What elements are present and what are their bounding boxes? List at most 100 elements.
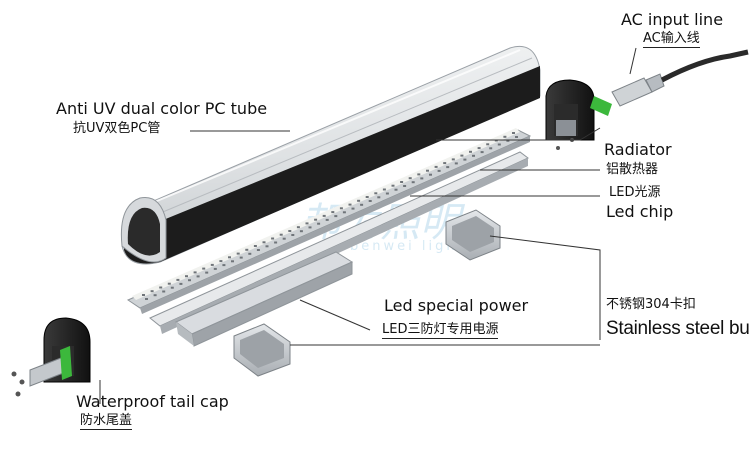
tailcap-label-en: Waterproof tail cap — [76, 392, 229, 411]
led-chip — [331, 211, 335, 214]
led-chip — [205, 271, 209, 274]
leader-ac — [629, 47, 637, 75]
led-chip — [193, 271, 197, 274]
led-chip — [282, 237, 286, 240]
led-chip — [153, 294, 157, 297]
led-chip — [365, 196, 369, 198]
led-chip — [420, 177, 424, 180]
tube-label-en: Anti UV dual color PC tube — [56, 99, 268, 118]
power-label-cn: LED三防灯专用电源 — [382, 322, 499, 339]
led-chip — [262, 241, 266, 244]
led-chip — [443, 162, 447, 165]
chip-label-cn: LED光源 — [609, 185, 661, 200]
steel-buckle-right — [445, 209, 501, 261]
ac-plug — [611, 73, 665, 107]
led-chip — [317, 222, 321, 225]
led-chip — [213, 267, 217, 270]
leader-lines — [99, 47, 637, 404]
led-chip — [472, 154, 475, 157]
led-chip — [503, 135, 507, 138]
led-chip — [176, 278, 180, 281]
tailcap-label-cn: 防水尾盖 — [80, 413, 133, 430]
led-chip — [236, 252, 240, 255]
led-chip — [429, 173, 432, 176]
led-chip — [222, 264, 226, 267]
ac-input-label-en: AC input line — [621, 10, 724, 29]
led-chip — [288, 230, 292, 232]
led-chip — [185, 275, 188, 278]
led-chip — [299, 230, 303, 233]
led-chip — [480, 151, 484, 154]
led-board — [126, 128, 532, 314]
led-chip — [325, 218, 329, 221]
power-label-en: Led special power — [384, 296, 529, 315]
led-chip — [489, 147, 493, 150]
led-chip — [400, 181, 404, 183]
led-chip — [403, 185, 407, 187]
led-chip — [253, 245, 257, 247]
leader-radiator-stub — [436, 127, 601, 141]
led-chip — [179, 282, 183, 285]
led-chip — [167, 282, 171, 285]
chip-label-en: Led chip — [606, 202, 674, 221]
ac-cable — [660, 49, 749, 83]
led-chip — [385, 192, 389, 195]
tube-label-cn: 抗UV双色PC管 — [73, 121, 161, 136]
led-chip — [248, 252, 252, 255]
led-chip — [417, 173, 421, 176]
led-chip — [162, 290, 166, 293]
led-chip — [210, 263, 214, 266]
led-chips — [142, 132, 518, 300]
led-chip — [256, 249, 260, 251]
led-chip — [291, 234, 295, 236]
led-chip — [279, 233, 283, 236]
led-chip — [506, 139, 510, 142]
led-chip — [446, 166, 450, 169]
led-chip — [322, 214, 326, 217]
led-chip — [202, 267, 206, 270]
led-chip — [150, 290, 154, 293]
led-chip — [408, 177, 412, 180]
ac-input-label-cn: AC输入线 — [643, 31, 700, 48]
led-chip — [360, 203, 364, 206]
led-chip — [219, 260, 223, 263]
led-chip — [339, 207, 343, 210]
led-chip — [391, 184, 395, 187]
leader-power — [299, 299, 371, 331]
led-chip — [451, 158, 455, 161]
led-chip — [411, 181, 415, 184]
radiator-label-cn: 铝散热器 — [606, 162, 659, 177]
led-chip — [437, 169, 441, 172]
steel-buckle-bottom — [233, 323, 291, 377]
led-chip — [374, 192, 378, 195]
radiator-label-en: Radiator — [604, 140, 672, 159]
led-chip — [426, 169, 429, 172]
led-chip — [515, 136, 518, 138]
led-chip — [314, 218, 318, 221]
led-chip — [296, 226, 300, 229]
led-chip — [477, 147, 481, 150]
buckle-label-en: Stainless steel buckle — [606, 318, 750, 339]
led-chip — [342, 211, 346, 214]
led-chip — [357, 199, 361, 202]
ac-end-cap — [545, 79, 612, 141]
led-chip — [348, 203, 352, 206]
led-chip — [434, 165, 438, 168]
pc-tube — [120, 45, 541, 265]
led-chip — [188, 279, 191, 282]
led-chip — [231, 260, 234, 263]
led-chip — [228, 256, 231, 259]
led-chip — [394, 188, 398, 191]
waterproof-tail-cap — [29, 317, 91, 387]
led-chip — [512, 132, 515, 134]
led-chip — [271, 237, 275, 240]
led-chip — [159, 286, 163, 289]
led-chip — [377, 196, 381, 199]
leader-buckle — [489, 235, 601, 340]
led-chip — [454, 162, 458, 165]
led-chip — [274, 241, 278, 244]
led-chip — [382, 188, 386, 191]
led-chip — [142, 294, 145, 296]
